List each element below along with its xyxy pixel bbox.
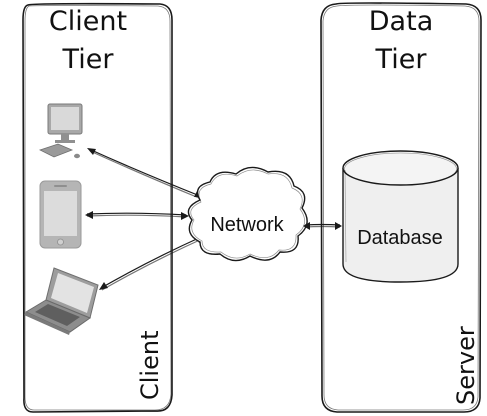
connector-network-database [303, 222, 342, 230]
data-tier-box: Data Tier Server [320, 2, 482, 413]
network-cloud: Network [187, 166, 308, 262]
data-tier-title-line1: Data [369, 6, 433, 37]
data-tier-title-line2: Tier [375, 44, 428, 75]
mobile-phone-icon [39, 180, 82, 249]
database-label: Database [357, 227, 443, 249]
client-tier-box: Client Tier Client [22, 2, 173, 413]
connector-laptop-network [99, 236, 205, 291]
laptop-icon [24, 267, 99, 335]
desktop-computer-icon [38, 103, 83, 159]
network-label: Network [210, 214, 284, 236]
server-side-label: Server [452, 326, 480, 405]
client-tier-title-line2: Tier [62, 44, 115, 75]
client-tier-title-line1: Client [49, 6, 127, 37]
client-side-label: Client [136, 331, 164, 400]
database-cylinder: Database [342, 150, 459, 283]
connector-phone-network [85, 211, 189, 220]
connector-desktop-network [87, 148, 203, 199]
